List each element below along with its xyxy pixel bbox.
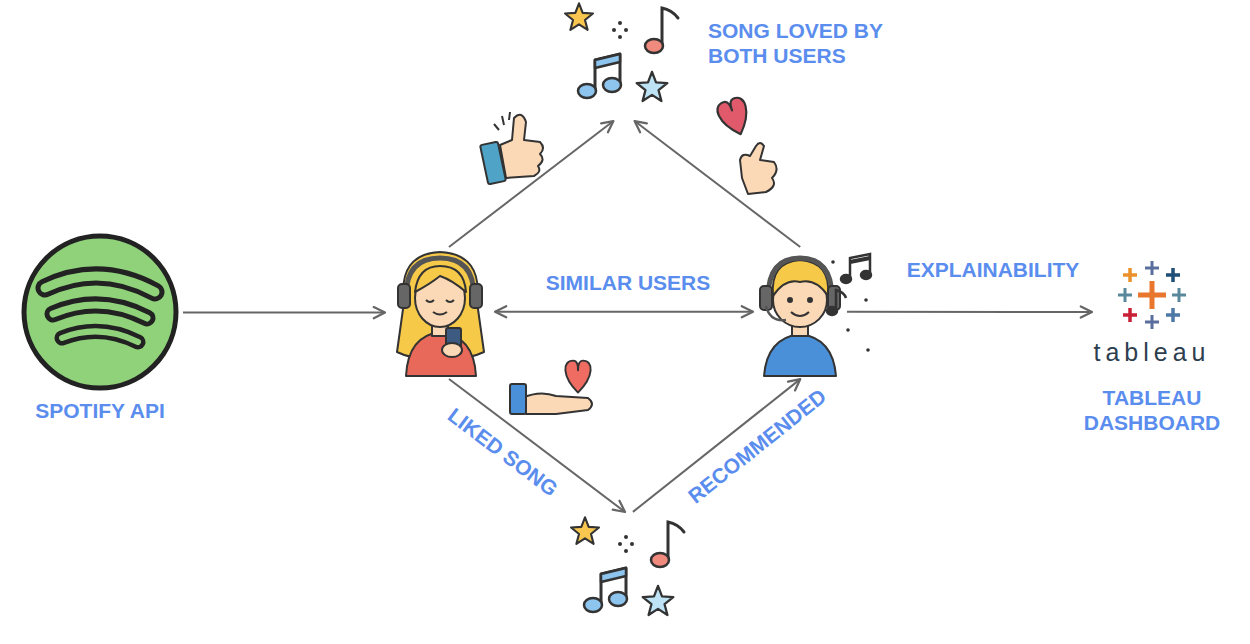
flow-arrow bbox=[495, 311, 753, 313]
flow-arrow bbox=[449, 121, 613, 247]
boy-music-notes bbox=[827, 307, 837, 315]
tableau-logo bbox=[1145, 261, 1159, 275]
flow-arrow bbox=[183, 312, 385, 314]
boy-music-notes bbox=[864, 298, 868, 302]
tableau-logo bbox=[1118, 261, 1186, 329]
thumbs-up-icon bbox=[500, 115, 543, 178]
tableau-logo bbox=[1123, 308, 1137, 322]
boy-music-notes bbox=[861, 271, 871, 279]
boy-user-icon bbox=[760, 258, 840, 376]
tableau-logo bbox=[1166, 268, 1180, 282]
spotify-logo bbox=[24, 236, 176, 388]
boy-music-notes bbox=[850, 258, 870, 262]
spotify-logo bbox=[62, 331, 138, 342]
shared-song-node: SONG LOVED BY BOTH USERS bbox=[558, 2, 690, 118]
node-label: SPOTIFY API bbox=[0, 398, 210, 423]
spotify-node: SPOTIFY API bbox=[22, 234, 178, 392]
heart-hand-icon bbox=[715, 95, 777, 194]
hand-heart-icon bbox=[510, 384, 526, 414]
tableau-logo bbox=[1145, 315, 1159, 329]
tableau-logo bbox=[1118, 288, 1132, 302]
boy-music-notes bbox=[836, 290, 846, 310]
girl-user-icon bbox=[398, 284, 410, 308]
boy-music-notes bbox=[846, 328, 850, 332]
girl-user-icon bbox=[433, 312, 447, 315]
spotify-logo bbox=[53, 305, 147, 318]
boy-user-icon bbox=[766, 306, 786, 320]
node-label: SONG LOVED BY BOTH USERS bbox=[708, 18, 918, 68]
liked-song-node bbox=[566, 515, 692, 633]
edge-label: SIMILAR USERS bbox=[543, 270, 714, 295]
tableau-logo bbox=[1172, 288, 1186, 302]
text-holder: SONG LOVED BY BOTH USERS bbox=[708, 18, 918, 68]
flow-arrow bbox=[635, 121, 801, 247]
girl-user-icon bbox=[406, 258, 474, 296]
heart-hand-icon bbox=[715, 95, 754, 139]
thumbs-up-icon bbox=[480, 142, 506, 185]
spotify-logo bbox=[53, 305, 147, 318]
boy-music-notes bbox=[850, 254, 870, 278]
edge-label: RECOMMENDED bbox=[681, 382, 834, 511]
hand-heart-icon bbox=[510, 361, 592, 414]
spotify-logo bbox=[45, 276, 155, 292]
tableau-logo bbox=[1138, 281, 1166, 309]
spotify-logo bbox=[45, 276, 155, 292]
thumbs-up-icon bbox=[494, 112, 510, 130]
girl-user-icon bbox=[406, 332, 476, 376]
boy-user-icon bbox=[764, 334, 836, 376]
boy-music-notes bbox=[841, 275, 851, 283]
hand-heart-icon bbox=[565, 361, 590, 393]
heart-hand-icon bbox=[740, 143, 777, 194]
boy-music-notes bbox=[866, 348, 870, 352]
girl-user-icon bbox=[442, 343, 462, 357]
music-cluster bbox=[565, 3, 678, 101]
music-cluster bbox=[571, 517, 684, 615]
tableau-logo bbox=[1166, 308, 1180, 322]
boy-user-icon bbox=[791, 312, 809, 316]
wordmark: tableau bbox=[1052, 337, 1250, 367]
girl-user-icon bbox=[470, 284, 482, 308]
tableau-node: tableauTABLEAU DASHBOARD bbox=[1097, 258, 1207, 333]
text-holder: tableauTABLEAU DASHBOARD bbox=[1052, 337, 1250, 435]
girl-user-icon bbox=[426, 300, 434, 302]
girl-user-icon bbox=[415, 266, 466, 292]
user-node bbox=[758, 250, 842, 376]
edge-label: EXPLAINABILITY bbox=[904, 257, 1083, 282]
spotify-logo bbox=[62, 331, 138, 342]
spotify-logo bbox=[24, 236, 176, 388]
boy-user-icon bbox=[768, 258, 832, 298]
thumbs-up-icon bbox=[480, 112, 543, 184]
boy-user-icon bbox=[808, 298, 812, 302]
hand-heart-icon bbox=[522, 393, 592, 414]
tableau-logo bbox=[1123, 268, 1137, 282]
flow-arrow bbox=[847, 311, 1092, 313]
user-node bbox=[390, 250, 490, 376]
girl-user-icon bbox=[397, 252, 484, 376]
node-label: TABLEAU DASHBOARD bbox=[1077, 385, 1227, 435]
boy-music-notes bbox=[827, 254, 871, 352]
girl-user-icon bbox=[446, 300, 454, 302]
text-holder: SPOTIFY API bbox=[0, 398, 210, 423]
boy-user-icon bbox=[788, 298, 792, 302]
boy-music-notes bbox=[831, 260, 835, 264]
